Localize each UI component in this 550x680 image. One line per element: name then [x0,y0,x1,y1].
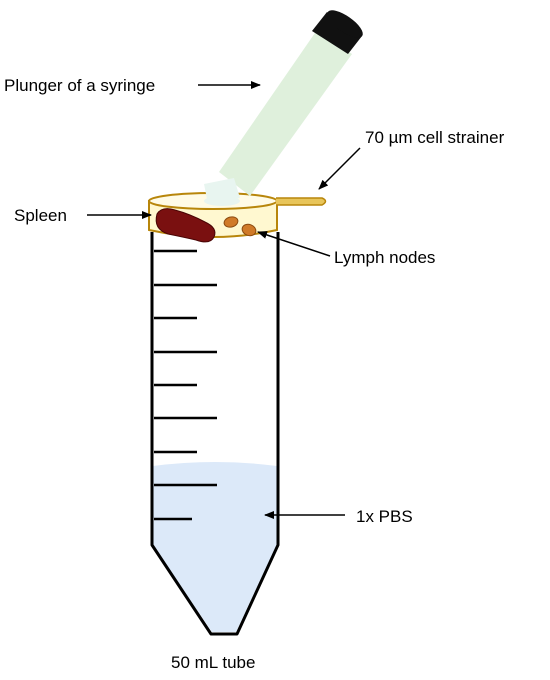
strainer-handle [276,197,327,206]
plunger-cap [312,12,362,54]
lymph-node-group [223,216,257,237]
tube-body [150,232,280,636]
strainer-label: 70 µm cell strainer [365,128,505,147]
strainer-arrow [318,147,361,190]
plunger-label: Plunger of a syringe [4,76,155,95]
tube-graduations [154,249,217,521]
syringe-plunger [204,10,363,206]
plunger-cap-top [327,10,363,38]
plunger-shaft [219,30,352,196]
pbs-label: 1x PBS [356,507,413,526]
lymph-nodes-arrow [257,231,331,257]
spleen-shape [155,208,216,243]
lymph-node [223,216,239,228]
plunger-tip-bottom [204,196,240,206]
lymph-node [241,223,257,237]
tube-label: 50 mL tube [171,653,255,672]
lymph-nodes-label: Lymph nodes [334,248,435,267]
spleen-label: Spleen [14,206,67,225]
pbs-liquid [153,462,277,632]
